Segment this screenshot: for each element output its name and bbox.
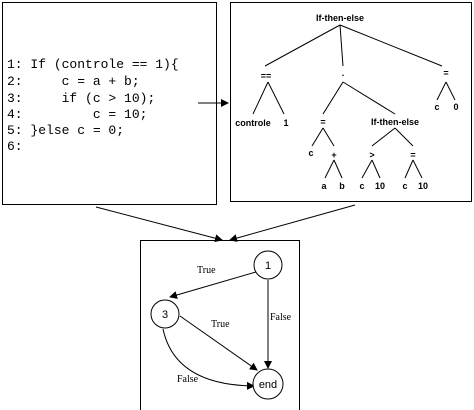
cfg-edge-3-to-end-false <box>162 328 255 390</box>
tree-assign-node-2: = <box>410 150 415 160</box>
cfg-edges <box>162 271 272 390</box>
line-text: }else c = 0; <box>30 123 125 138</box>
code-panel: 1: If (controle == 1){ 2: c = a + b; 3: … <box>2 2 217 205</box>
code-line-6: 6: <box>7 139 30 154</box>
tree-c-leaf-2: c <box>402 181 407 191</box>
code-line-5: 5: }else c = 0; <box>7 123 124 138</box>
line-number: 4: <box>7 107 23 122</box>
tree-assign-node-1: = <box>320 117 325 127</box>
cfg-edge-label-false-3: False <box>177 374 199 385</box>
line-text: If (controle == 1){ <box>30 57 179 72</box>
code-line-3: 3: if (c > 10); <box>7 91 155 106</box>
tree-gt-node: > <box>369 150 374 160</box>
cfg-edge-label-false-1: False <box>270 312 292 323</box>
line-text: if (c > 10); <box>30 91 156 106</box>
cfg-node-end <box>252 368 284 400</box>
syntax-tree-panel <box>230 2 472 202</box>
line-text: c = 10; <box>30 107 148 122</box>
cfg-edge-1-to-3 <box>169 271 257 299</box>
tree-c-leaf-1: c <box>308 148 313 158</box>
tree-one-leaf: 1 <box>283 118 288 128</box>
code-line-4: 4: c = 10; <box>7 107 147 122</box>
code-line-1: 1: If (controle == 1){ <box>7 57 179 72</box>
code-line-2: 2: c = a + b; <box>7 74 140 89</box>
tree-controle-leaf: controle <box>235 118 271 128</box>
line-number: 3: <box>7 91 23 106</box>
arrow-tree-to-cfg <box>229 204 356 242</box>
line-number: 1: <box>7 57 23 72</box>
line-number: 5: <box>7 123 23 138</box>
line-text: c = a + b; <box>30 74 140 89</box>
tree-b-leaf: b <box>339 181 345 191</box>
tree-nested-if-node: If-then-else <box>371 117 419 127</box>
tree-else-assign-node: = <box>443 68 448 78</box>
tree-sequence-node: . <box>342 68 345 78</box>
line-number: 6: <box>7 139 23 154</box>
cfg-node-3 <box>150 299 180 329</box>
tree-else-c-leaf: c <box>434 102 439 112</box>
cfg-edge-label-true-3: True <box>211 319 230 330</box>
cfg-edge-label-true-1: True <box>197 265 216 276</box>
tree-a-leaf: a <box>321 181 327 191</box>
cfg-edge-3-to-end-true <box>179 315 258 371</box>
cfg-node-1-label: 1 <box>265 260 271 272</box>
tree-ten-leaf-2: 10 <box>418 181 428 191</box>
line-number: 2: <box>7 74 23 89</box>
tree-c-leaf-gt: c <box>359 181 364 191</box>
tree-zero-leaf: 0 <box>453 102 458 112</box>
tree-eq-node: == <box>261 71 272 81</box>
tree-ten-leaf-gt: 10 <box>375 181 385 191</box>
cfg-node-3-label: 3 <box>162 309 168 321</box>
arrow-code-to-cfg <box>95 206 223 243</box>
cfg-node-end-label: end <box>259 379 277 391</box>
tree-edges <box>252 24 456 179</box>
tree-plus-node: + <box>331 150 336 160</box>
tree-root-label: If-then-else <box>316 13 364 23</box>
cfg-node-1 <box>253 250 283 280</box>
